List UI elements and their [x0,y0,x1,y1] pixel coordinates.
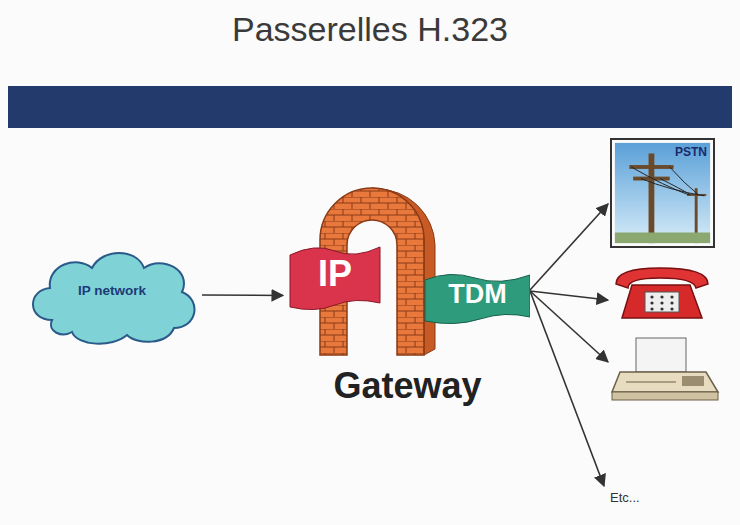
title-band [8,86,732,128]
flag-label: TDM [425,279,530,310]
pstn-box: PSTN [610,138,715,248]
node-label: PSTN [675,145,707,159]
diagram-title: Passerelles H.323 [0,10,740,49]
etc-label: Etc... [610,490,640,505]
connector-arrow [202,294,283,296]
cloud-node: IP network [22,240,202,350]
node-label: IP network [22,283,202,298]
gateway-label: Gateway [285,365,530,407]
gateway-node: IP TDM Gateway [285,185,530,420]
telephone-icon [616,268,708,318]
fax-icon [612,338,718,400]
connector-arrow [530,204,608,290]
flag-label: IP [290,253,380,295]
